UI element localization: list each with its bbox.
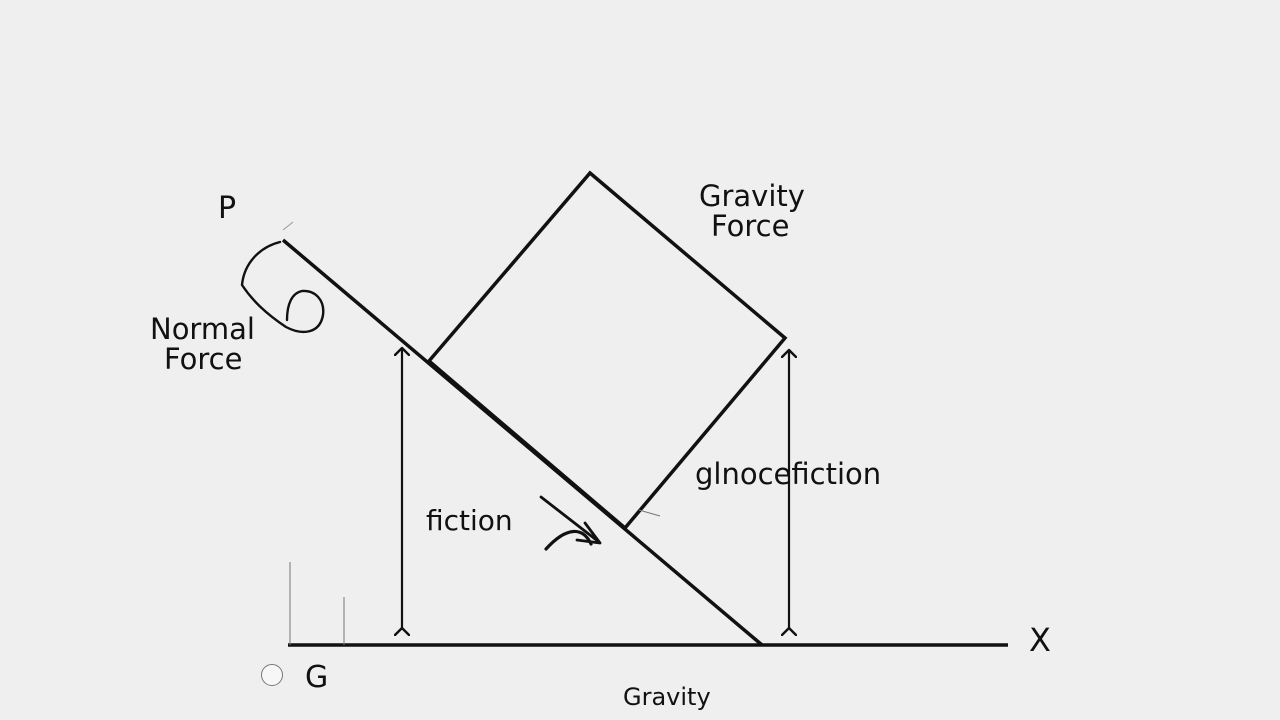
normal-force-label-line1: Normal: [150, 312, 255, 346]
point-label-p: P: [218, 191, 237, 226]
origin-circle-icon: [261, 664, 283, 686]
top-left-hook-shape: [240, 240, 325, 334]
ground-label-g: G: [305, 660, 329, 695]
friction-arrow-head: [575, 521, 602, 545]
x-axis-label: X: [1029, 621, 1051, 659]
block-corner-mark: [638, 509, 661, 517]
friction-curve-arrow: [544, 529, 593, 551]
normal-force-label: Normal Force: [150, 314, 255, 375]
gravity-force-label-line2: Force: [711, 209, 790, 244]
normal-force-label-line2: Force: [164, 342, 243, 377]
gravity-bottom-label: Gravity: [623, 683, 711, 711]
block-on-incline: [426, 170, 788, 531]
gravity-force-label-line1: Gravity: [699, 179, 805, 213]
friction-label: fiction: [426, 504, 513, 537]
right-force-label: glnocefiction: [695, 457, 882, 491]
gravity-force-label: Gravity Force: [699, 181, 805, 242]
incline-top-mark: [282, 221, 294, 231]
friction-arrow-stem: [539, 495, 601, 544]
